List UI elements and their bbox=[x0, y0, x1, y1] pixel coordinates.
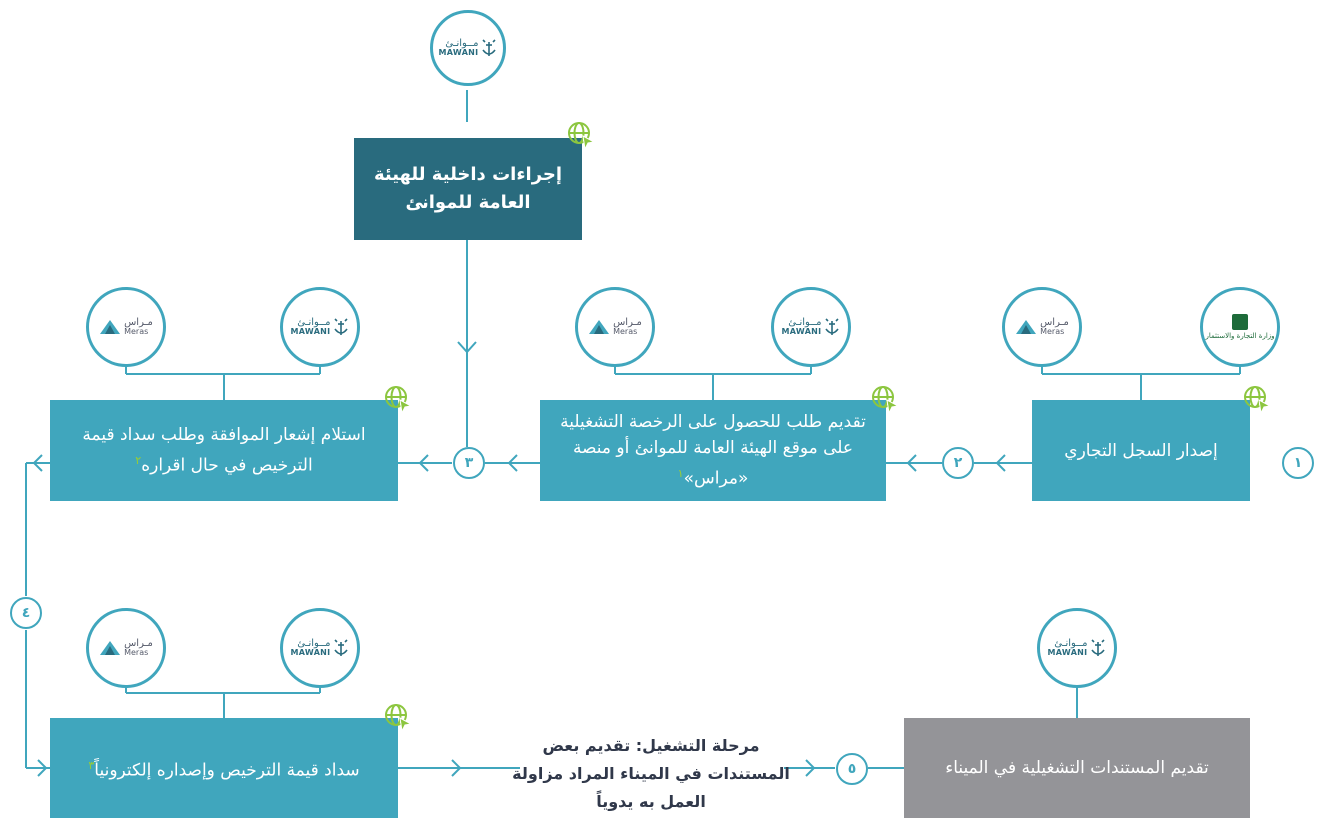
meras-mark-icon bbox=[589, 320, 610, 334]
step-5-number: ٥ bbox=[836, 753, 868, 785]
anchor-icon bbox=[334, 639, 349, 656]
globe-cursor-icon bbox=[568, 122, 596, 150]
internal-procedures-box: إجراءات داخلية للهيئة العامة للموانئ bbox=[354, 138, 582, 240]
meras-mark-icon bbox=[100, 641, 121, 655]
step-1-box: إصدار السجل التجاري bbox=[1032, 400, 1250, 501]
step-4-number: ٤ bbox=[10, 597, 42, 629]
step-3-number: ٣ bbox=[453, 447, 485, 479]
step-5-box: تقديم المستندات التشغيلية في الميناء bbox=[904, 718, 1250, 818]
step-2-box: تقديم طلب للحصول على الرخصة التشغيلية عل… bbox=[540, 400, 886, 501]
step-4-box: سداد قيمة الترخيص وإصداره إلكترونياً٣ bbox=[50, 718, 398, 818]
step-1-number: ١ bbox=[1282, 447, 1314, 479]
anchor-icon bbox=[1091, 639, 1106, 656]
footnote-marker: ١ bbox=[677, 467, 684, 481]
anchor-icon bbox=[825, 318, 840, 335]
meras-mark-icon bbox=[100, 320, 121, 334]
palm-emblem-icon bbox=[1232, 314, 1248, 330]
globe-cursor-icon bbox=[1244, 386, 1272, 414]
footnote-marker: ٣ bbox=[88, 758, 95, 772]
commerce-logo: وزارة التجارة والاستثمار bbox=[1205, 314, 1275, 340]
operation-stage-label: مرحلة التشغيل: تقديم بعض المستندات في ال… bbox=[512, 736, 790, 811]
globe-cursor-icon bbox=[385, 386, 413, 414]
footnote-marker: ٢ bbox=[135, 454, 142, 468]
anchor-icon bbox=[482, 39, 497, 56]
globe-cursor-icon bbox=[872, 386, 900, 414]
anchor-icon bbox=[334, 318, 349, 335]
meras-mark-icon bbox=[1016, 320, 1037, 334]
commerce-logo-circle: وزارة التجارة والاستثمار bbox=[1200, 287, 1280, 367]
step-3-box: استلام إشعار الموافقة وطلب سداد قيمة الت… bbox=[50, 400, 398, 501]
globe-cursor-icon bbox=[385, 704, 413, 732]
step-2-number: ٢ bbox=[942, 447, 974, 479]
